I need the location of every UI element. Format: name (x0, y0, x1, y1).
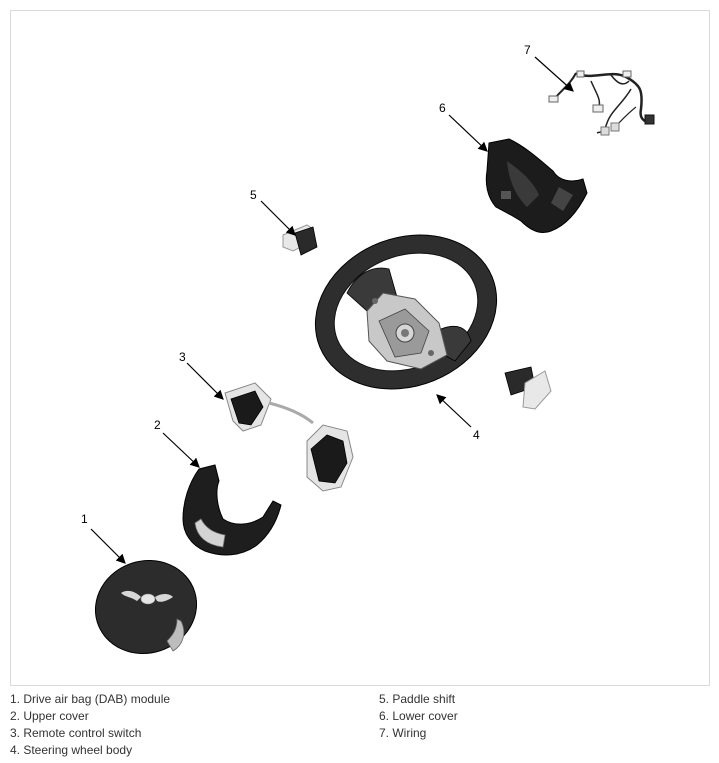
arrow-7 (534, 56, 574, 92)
callout-arrows (90, 56, 574, 564)
arrow-1 (90, 528, 126, 564)
callout-1: 1 (81, 512, 88, 526)
drive-air-bag-module (94, 559, 198, 655)
legend-item: 4. Steering wheel body (10, 743, 133, 757)
upper-cover (182, 464, 282, 556)
legend-right-column: 5. Paddle shift 6. Lower cover 7. Wiring (379, 691, 458, 742)
wiring-harness (548, 70, 655, 136)
legend-item: 2. Upper cover (10, 709, 89, 723)
arrow-6 (448, 114, 488, 152)
callout-4: 4 (473, 428, 480, 442)
legend-item: 1. Drive air bag (DAB) module (10, 692, 171, 706)
callout-7: 7 (524, 43, 531, 57)
exploded-view-figure: 1 2 3 4 5 6 7 (10, 10, 710, 686)
arrow-3 (186, 362, 224, 400)
paddle-shift-right (504, 366, 552, 410)
steering-wheel-body (314, 234, 498, 390)
remote-control-switch-right (306, 424, 354, 492)
lower-cover (485, 138, 588, 234)
arrow-5 (260, 200, 296, 236)
callout-5: 5 (250, 188, 257, 202)
arrow-4 (436, 394, 472, 428)
legend-item: 6. Lower cover (379, 709, 458, 723)
legend-left-column: 1. Drive air bag (DAB) module 2. Upper c… (10, 691, 170, 759)
legend-item: 5. Paddle shift (379, 692, 456, 706)
callout-2: 2 (154, 418, 161, 432)
remote-control-switch-left (224, 382, 314, 432)
callout-3: 3 (179, 350, 186, 364)
paddle-shift-left (282, 224, 318, 256)
wing-emblem-icon (121, 590, 173, 605)
legend-item: 3. Remote control switch (10, 726, 142, 740)
callout-6: 6 (439, 101, 446, 115)
exploded-view-svg: 1 2 3 4 5 6 7 (81, 43, 655, 655)
arrow-2 (162, 432, 200, 468)
legend-item: 7. Wiring (379, 726, 427, 740)
